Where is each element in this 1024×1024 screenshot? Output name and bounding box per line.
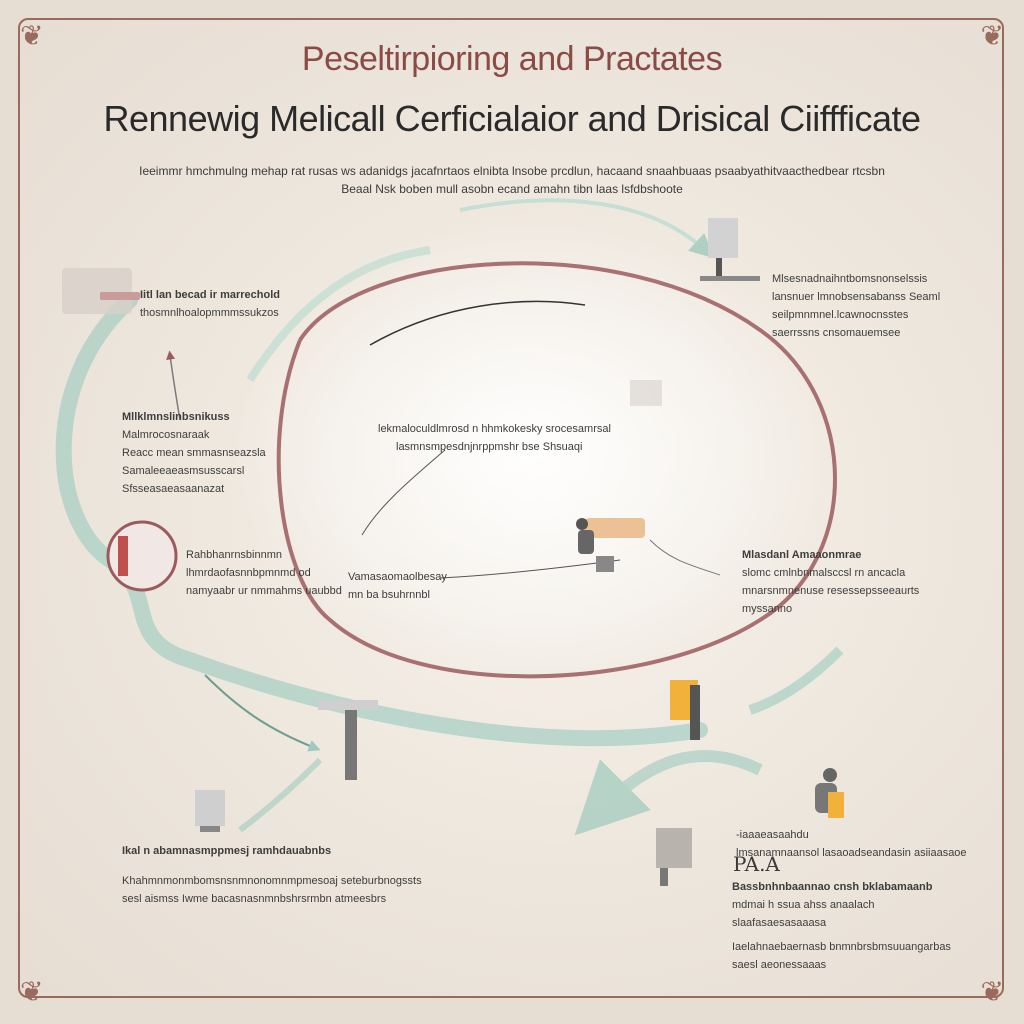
note-line: mnarsnmnenuse resessepsseeaurts [742,585,920,597]
person-icon [815,768,844,818]
note-center-low: Vamasaomaolbesay mn ba bsuhrnnbl [348,568,447,604]
note-line: Reacc mean smmasnseazsla [122,447,266,459]
note-top-left: Iitl lan becad ir marrechold thosmnlhoal… [140,286,280,322]
note-line: lekmaloculdlmrosd n hhmkokesky srocesamr… [378,423,611,435]
note-bottom-left: Ikal n abamnasmppmesj ramhdauabnbs Khahm… [122,842,422,908]
up-arrow [166,350,181,421]
note-line: Mllklmnslinbsnikuss [122,411,230,423]
note-line: Ikal n abamnasmppmesj ramhdauabnbs [122,845,332,857]
note-line: Rahbhanrnsbinnmn [186,549,283,561]
note-line: lansnuer lmnobsensabanss Seaml [772,291,941,303]
center-glow [230,220,830,680]
intro-line: Ieeimmr hmchmulng mehap rat rusas ws ada… [139,164,885,178]
note-line: Mlsesnadnaihntbomsnonselssis [772,273,928,285]
person-at-desk-icon [576,518,645,572]
desk-icon [700,218,760,281]
note-line: mdmai h ssua ahss anaalach [732,899,875,911]
intro-line: Beaal Nsk boben mull asobn ecand amahn t… [341,182,683,196]
corner-ornament-bottom-right: ❦ [980,976,1004,1007]
note-line: myssanno [742,603,793,615]
note-bottom-right-low: Iaelahnaebaernasb bnmnbrsbmsuuangarbas s… [732,938,951,974]
monitor-icon [62,268,140,314]
note-line: sesl aismss Iwme bacasnasnmnbshrsrmbn at… [122,893,387,905]
poster-title: Peseltirpioring and Practates [301,40,723,78]
note-line: namyaabr ur nmmahms uaubbd [186,585,342,597]
note-center: lekmaloculdlmrosd n hhmkokesky srocesamr… [378,420,611,456]
corner-ornament-top-left: ❦ [20,20,44,51]
corner-ornament-top-right: ❦ [980,20,1004,51]
folder-icon [670,680,700,740]
note-line: saerrssns cnsomauemsee [772,327,901,339]
note-line: Samaleeaeasmsusscarsl [122,465,245,477]
note-line: mn ba bsuhrnnbl [348,589,430,601]
note-line: seilpmnmnel.lcawnocnsstes [772,309,909,321]
teal-flow-upper [246,246,431,383]
note-line: Sfsseasaeasaanazat [122,483,225,495]
note-line: lmsanamnaansol lasaoadseandasin asiiaasa… [736,847,967,859]
monitor-icon [195,790,225,832]
note-line: lhmrdaofasnnbpmnmd od [186,567,311,579]
intro-text: Ieeimmr hmchmulng mehap rat rusas ws ada… [70,162,954,198]
note-right-mid: Mlasdanl Amaaonmrae slomc cmlnbnmalsccsl… [742,546,919,618]
pointer-line [361,449,446,536]
note-line: lasmnsmpesdnjnrppmshr bse Shsuaqi [396,441,583,453]
note-line: thosmnlhoalopmmmssukzos [140,307,279,319]
note-bottom-right-mid: Bassbnhnbaannao cnsh bklabamaanb mdmai h… [732,878,933,932]
note-line: Mlasdanl Amaaonmrae [742,549,862,561]
inner-arc [369,300,586,346]
podium-icon [318,700,378,780]
note-top-right: Mlsesnadnaihntbomsnonselssis lansnuer lm… [772,270,940,342]
note-line: slaafasaesasaaasa [732,917,827,929]
note-line: saesl aeonessaaas [732,959,827,971]
badge-icon [106,520,178,592]
note-code: PA.A [733,852,780,876]
note-line: Khahmnmonmbomsnsnmnonomnmpmesoaj setebur… [122,875,422,887]
document-stand-icon [630,380,662,406]
note-line: -iaaaeasaahdu [736,829,809,841]
pointer-line [649,539,721,576]
note-line: Iaelahnaebaernasb bnmnbrsbmsuuangarbas [732,941,951,953]
note-line: slomc cmlnbnmalsccsl rn ancacla [742,567,906,579]
note-left-low: Rahbhanrnsbinnmn lhmrdaofasnnbpmnmd od n… [186,546,342,600]
note-line: Malmrocosnaraak [122,429,210,441]
teal-arrow-small [204,674,321,752]
teal-flow-top-arrow [459,198,714,259]
chair-icon [656,828,692,886]
note-line: Bassbnhnbaannao cnsh bklabamaanb [732,881,933,893]
teal-flow-bottom-right [574,750,763,836]
corner-ornament-bottom-left: ❦ [20,976,44,1007]
teal-flow-right [748,646,844,715]
teal-flow-main [55,292,708,747]
teal-flow-bottom-left [238,757,323,833]
poster-subtitle: Rennewig Melicall Cerficialaior and Dris… [103,98,922,139]
note-line: Iitl lan becad ir marrechold [140,289,280,301]
note-line: Vamasaomaolbesay [348,571,447,583]
note-left-mid: Mllklmnslinbsnikuss Malmrocosnaraak Reac… [122,408,266,498]
central-cycle-loop [276,261,837,679]
note-bottom-right-top: -iaaaeasaahdu lmsanamnaansol lasaoadsean… [736,826,967,862]
